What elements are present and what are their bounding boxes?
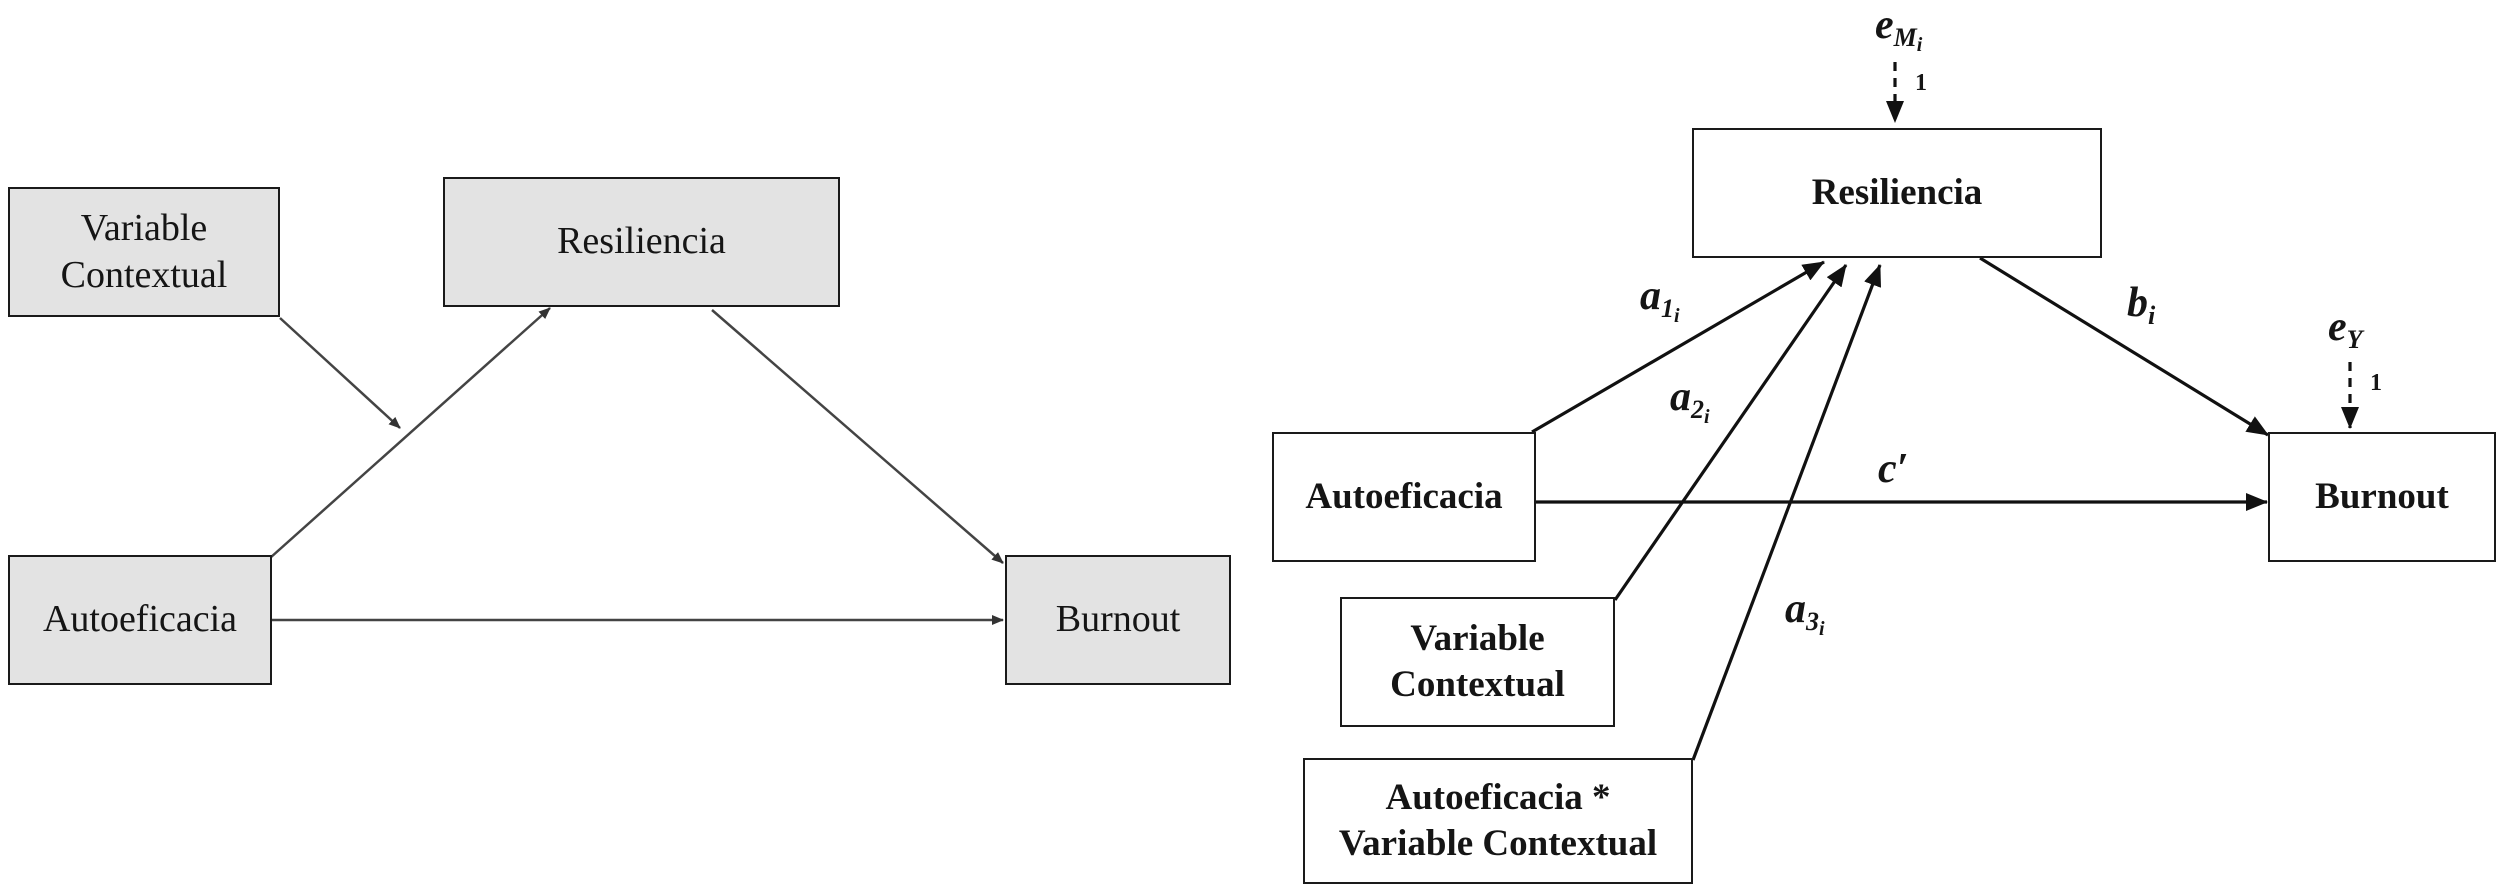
right-arrow-b bbox=[1979, 256, 2269, 437]
label-a1: a1i bbox=[1640, 273, 1680, 327]
right-box-variable-contextual: Variable Contextual bbox=[1340, 597, 1615, 727]
right-arrow-a2 bbox=[1613, 264, 1848, 601]
left-arrow-resiliencia-to-burnout bbox=[711, 309, 1004, 564]
right-arrow-a3 bbox=[1691, 264, 1882, 761]
label-b: bi bbox=[2127, 280, 2156, 330]
left-label-variable-contextual: Variable Contextual bbox=[60, 206, 228, 297]
label-a2: a2i bbox=[1670, 374, 1710, 428]
right-label-variable-contextual: Variable Contextual bbox=[1390, 617, 1565, 705]
right-label-interaccion: Autoeficacia * Variable Contextual bbox=[1338, 776, 1658, 864]
right-box-burnout: Burnout bbox=[2268, 432, 2496, 562]
right-box-resiliencia: Resiliencia bbox=[1692, 128, 2102, 258]
left-label-autoeficacia: Autoeficacia bbox=[42, 598, 238, 641]
label-error-loading-m: 1 bbox=[1915, 70, 1927, 96]
left-arrow-contextual-to-path bbox=[279, 317, 401, 429]
label-error-loading-y: 1 bbox=[2370, 370, 2382, 396]
right-label-resiliencia: Resiliencia bbox=[1811, 171, 1983, 213]
right-label-burnout: Burnout bbox=[2315, 475, 2449, 517]
right-box-interaccion: Autoeficacia * Variable Contextual bbox=[1303, 758, 1693, 884]
left-arrow-autoeficacia-to-resiliencia bbox=[269, 307, 551, 559]
label-c-prime: c′ bbox=[1878, 446, 1909, 492]
label-e-m: eMi bbox=[1875, 2, 1923, 56]
left-box-variable-contextual: Variable Contextual bbox=[8, 187, 280, 317]
left-label-burnout: Burnout bbox=[1055, 598, 1181, 641]
right-arrow-a1 bbox=[1531, 260, 1825, 434]
right-box-autoeficacia: Autoeficacia bbox=[1272, 432, 1536, 562]
left-box-burnout: Burnout bbox=[1005, 555, 1231, 685]
label-a3: a3i bbox=[1785, 586, 1825, 640]
right-label-autoeficacia: Autoeficacia bbox=[1305, 475, 1503, 517]
left-label-resiliencia: Resiliencia bbox=[557, 220, 726, 263]
label-e-y: eY bbox=[2328, 304, 2363, 354]
left-box-autoeficacia: Autoeficacia bbox=[8, 555, 272, 685]
left-box-resiliencia: Resiliencia bbox=[443, 177, 840, 307]
